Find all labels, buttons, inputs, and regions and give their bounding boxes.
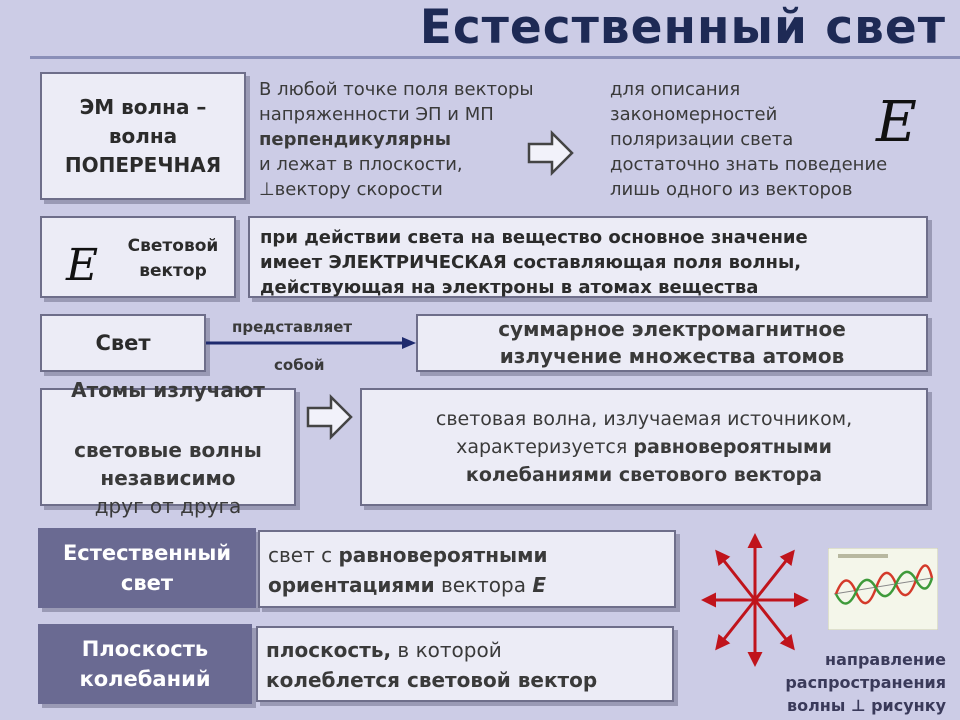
vector-star-icon — [701, 533, 809, 667]
em-wave-line2: волна — [108, 123, 178, 148]
wave-line2: характеризуется равновероятными — [456, 433, 832, 461]
vectors-text: В любой точке поля векторы напряженности… — [259, 77, 559, 202]
sum-text-box: суммарное электромагнитное излучение мно… — [416, 314, 928, 372]
hollow-arrow-icon — [527, 130, 574, 176]
light-vector-line2: вектор — [139, 261, 207, 281]
electric-line2: имеет ЭЛЕКТРИЧЕСКАЯ составляющая поля во… — [260, 252, 802, 273]
light-vector-line1: Световой — [127, 236, 219, 256]
caption-line3: волны ⊥ рисунку — [786, 696, 946, 715]
caption-line2: распространения — [785, 673, 946, 692]
natural-light-line1: Естественный — [62, 541, 232, 565]
electric-line3: действующая на электроны в атомах вещест… — [260, 277, 759, 298]
atoms-line4: друг от друга — [94, 494, 242, 518]
light-box-label: Свет — [95, 331, 151, 355]
wave-line3: колебаниями светового вектора — [465, 464, 823, 486]
plane-line2: колебаний — [79, 667, 211, 691]
em-wave-box: ЭМ волна – волна ПОПЕРЕЧНАЯ — [40, 72, 246, 200]
wave-line2-bold: равновероятными — [633, 436, 832, 458]
atoms-line3: независимо — [100, 466, 236, 490]
light-vector-label: Световой вектор — [114, 234, 232, 284]
atoms-line2: световые волны — [74, 438, 262, 462]
arrow-label-top: представляет — [232, 318, 353, 336]
vectors-line4: и лежат в плоскости, — [259, 154, 463, 175]
natural-light-box: Естественный свет — [38, 528, 256, 608]
page-title: Естественный свет — [419, 0, 946, 55]
natural-def-line2-plain: вектора — [434, 573, 533, 597]
plane-def-line1-bold: плоскость, — [266, 638, 392, 662]
plane-def-box: плоскость, в которой колеблется световой… — [256, 626, 674, 702]
arrow-label-bottom: собой — [274, 356, 325, 374]
natural-light-line2: свет — [120, 571, 174, 595]
wave-text-box: световая волна, излучаемая источником, х… — [360, 388, 928, 506]
light-vector-box: E Световой вектор — [40, 216, 236, 298]
em-wave-line3: ПОПЕРЕЧНАЯ — [64, 152, 222, 177]
description-text: для описания закономерностей поляризации… — [610, 77, 940, 202]
em-wave-line1: ЭМ волна – — [79, 94, 207, 119]
light-vector-symbol: E — [66, 240, 99, 291]
plane-box: Плоскость колебаний — [38, 624, 252, 704]
description-line5: лишь одного из векторов — [610, 179, 853, 200]
description-line1: для описания — [610, 79, 741, 100]
natural-def-line1-bold: равновероятными — [338, 543, 548, 567]
natural-def-line2-bold: ориентациями — [268, 573, 435, 597]
vectors-line3: перпендикулярны — [259, 129, 452, 150]
atoms-box — [40, 388, 296, 506]
natural-def-line1: свет с равновероятными — [268, 540, 674, 570]
vectors-line2: напряженности ЭП и МП — [259, 104, 494, 125]
plane-line1: Плоскость — [81, 637, 209, 661]
propagation-caption: направление распространения волны ⊥ рису… — [740, 648, 946, 717]
sum-line1: суммарное электромагнитное — [498, 317, 846, 341]
wave-line2-plain: характеризуется — [456, 436, 634, 458]
vectors-line5: ⊥вектору скорости — [259, 179, 443, 200]
em-wave-thumbnail — [828, 548, 938, 630]
plane-def-line1: плоскость, в которой — [266, 635, 672, 665]
caption-line1: направление — [825, 650, 946, 669]
plane-def-line2: колеблется световой вектор — [266, 668, 598, 692]
vector-symbol: E — [876, 90, 917, 155]
right-arrow-icon — [206, 337, 416, 349]
sum-line2: излучение множества атомов — [499, 344, 845, 368]
description-line4: достаточно знать поведение — [610, 154, 888, 175]
natural-def-line1-plain: свет с — [268, 543, 339, 567]
natural-def-line2-symbol: E — [532, 573, 546, 597]
vectors-line1: В любой точке поля векторы — [259, 79, 534, 100]
electric-line1: при действии света на вещество основное … — [260, 227, 808, 248]
plane-def-line1-plain: в которой — [391, 638, 502, 662]
light-box: Свет — [40, 314, 206, 372]
description-line2: закономерностей — [610, 104, 778, 125]
atoms-line1: Атомы излучают — [71, 378, 265, 402]
description-line3: поляризации света — [610, 129, 794, 150]
title-divider — [30, 56, 960, 59]
electric-text-box: при действии света на вещество основное … — [248, 216, 928, 298]
natural-def-box: свет с равновероятными ориентациями вект… — [258, 530, 676, 608]
hollow-arrow-icon-2 — [306, 394, 353, 440]
natural-def-line2: ориентациями вектора E — [268, 570, 674, 600]
wave-line1: световая волна, излучаемая источником, — [435, 408, 853, 430]
